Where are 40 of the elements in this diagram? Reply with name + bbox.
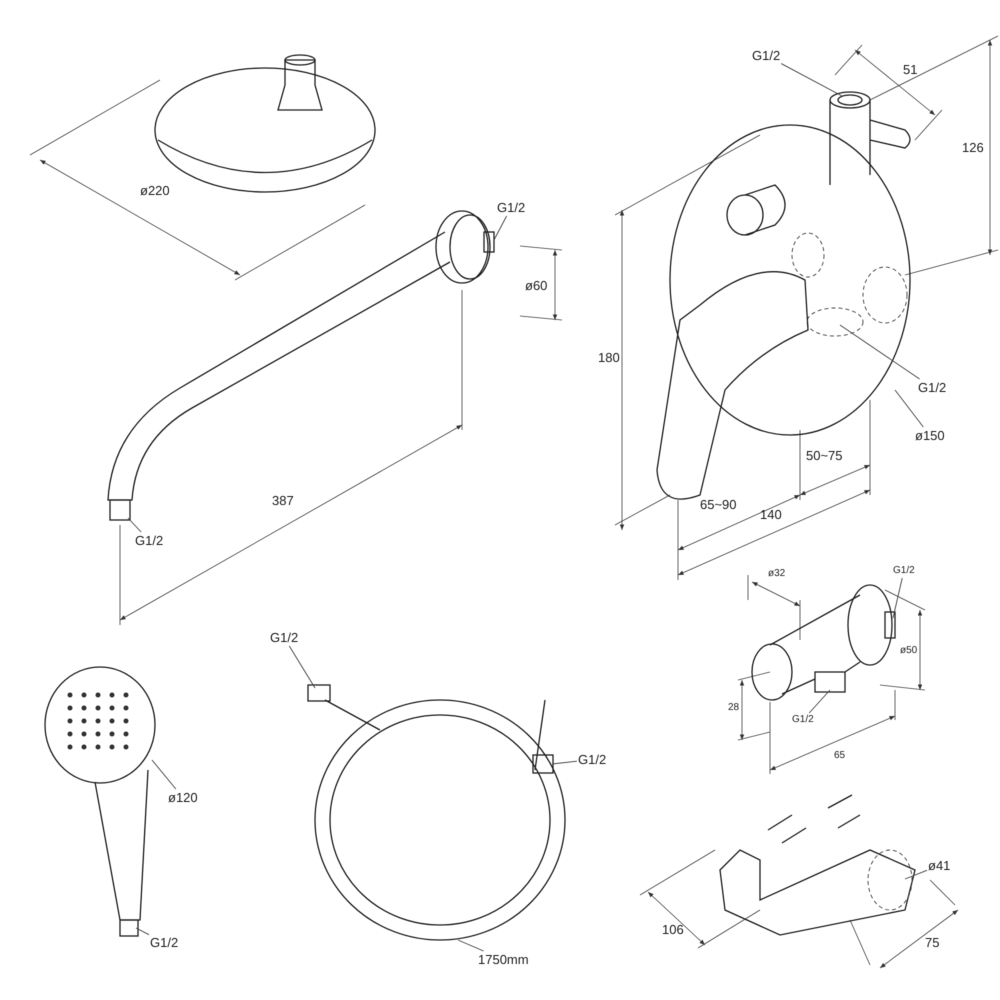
dimension-value: 51 [903, 62, 918, 77]
leader-line [894, 390, 924, 428]
dimension-value: 106 [662, 922, 684, 937]
leader-line [152, 760, 176, 790]
leader-line [904, 870, 928, 880]
leader-line [840, 324, 920, 380]
leader-line [136, 928, 150, 936]
dimension-value: 65 [834, 750, 846, 762]
leader-line [808, 690, 830, 714]
dimension-value: ø60 [525, 278, 548, 293]
leader-line [458, 940, 484, 952]
leader-line [780, 63, 842, 96]
callout-label: G1/2 [792, 714, 814, 726]
callout-label: G1/2 [150, 935, 178, 950]
dimension-value: 126 [962, 140, 984, 155]
callout-label: 1750mm [478, 952, 529, 967]
callout-label: G1/2 [893, 565, 915, 577]
dimension-value: ø50 [900, 645, 918, 657]
callout-label: G1/2 [578, 752, 606, 767]
callout-label: ø41 [928, 858, 950, 873]
dimension-value: 50~75 [806, 448, 843, 463]
callout-label: G1/2 [497, 200, 526, 215]
callout-label: G1/2 [918, 380, 946, 395]
dimension-value: 140 [760, 507, 782, 522]
callout-label: G1/2 [135, 533, 164, 548]
leader-line [892, 578, 903, 618]
dimension-value: 65~90 [700, 497, 737, 512]
callout-label: ø150 [915, 428, 945, 443]
dimension-value: ø220 [140, 183, 170, 198]
dimension-value: ø32 [768, 568, 786, 580]
dimension-value: 28 [728, 702, 740, 714]
leader-line [494, 216, 508, 240]
dimension-value: 387 [272, 493, 294, 508]
dimension-value: 180 [598, 350, 620, 365]
callout-label: G1/2 [270, 630, 298, 645]
callout-label: G1/2 [752, 48, 780, 63]
leader-line [128, 518, 142, 532]
leader-line [552, 760, 578, 764]
callout-label: ø120 [168, 790, 198, 805]
dimension-value: 75 [925, 935, 940, 950]
